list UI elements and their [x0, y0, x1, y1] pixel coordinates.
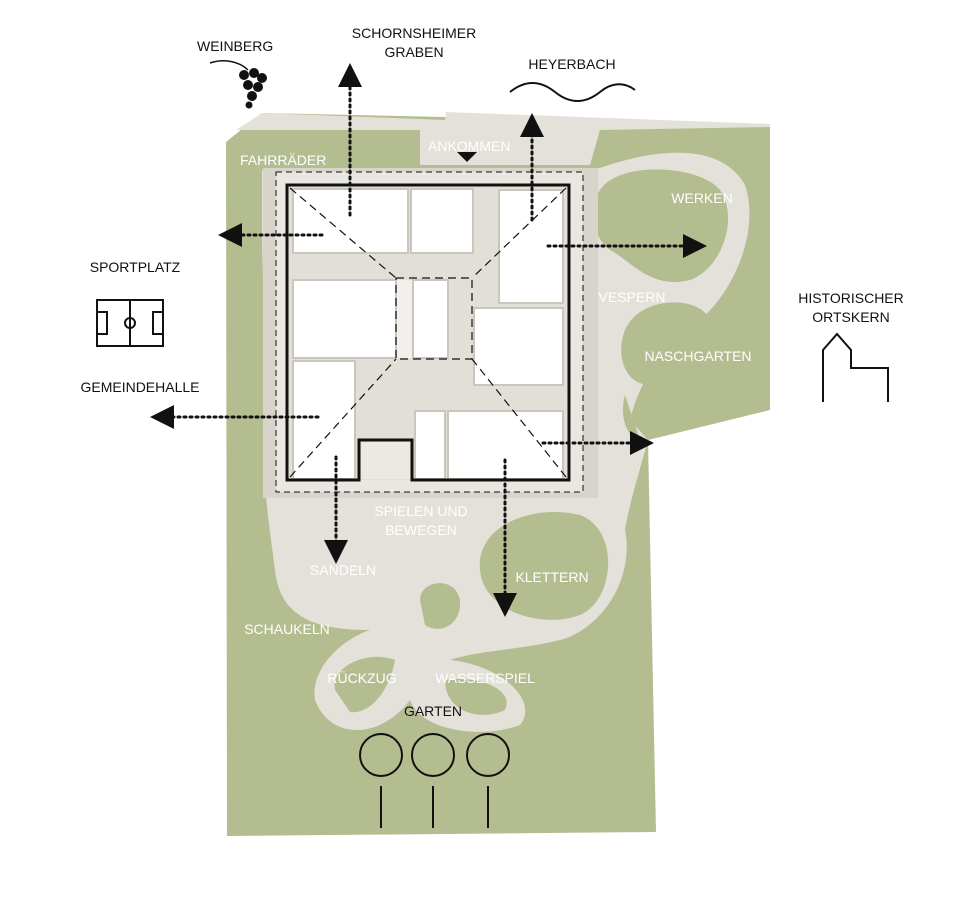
church-icon	[822, 332, 889, 402]
grape-icon	[209, 60, 267, 109]
label-ortskern-1: HISTORISCHER	[798, 290, 904, 306]
football-pitch-icon	[96, 299, 164, 347]
connection-arrows	[150, 63, 707, 617]
label-ortskern-2: ORTSKERN	[812, 309, 890, 325]
street-strip	[236, 112, 770, 165]
label-garten: GARTEN	[404, 703, 462, 719]
label-graben-2: GRABEN	[384, 44, 443, 60]
label-graben-1: SCHORNSHEIMER	[352, 25, 476, 41]
label-heyerbach: HEYERBACH	[528, 56, 615, 72]
stream-wave-icon	[509, 82, 636, 102]
label-spielen-2: BEWEGEN	[385, 522, 457, 538]
label-gemeindehalle: GEMEINDEHALLE	[80, 379, 199, 395]
garden-trees-icon	[359, 733, 510, 828]
label-spielen-1: SPIELEN UND	[374, 503, 467, 519]
label-vespern: VESPERN	[599, 289, 666, 305]
label-fahrraeder: FAHRRÄDER	[240, 152, 326, 168]
label-klettern: KLETTERN	[515, 569, 588, 585]
label-werken: WERKEN	[671, 190, 732, 206]
entrance-marker-icon	[457, 152, 477, 162]
label-sandeln: SANDELN	[310, 562, 376, 578]
label-ankommen: ANKOMMEN	[428, 138, 510, 154]
label-sportplatz: SPORTPLATZ	[90, 259, 181, 275]
label-naschgarten: NASCHGARTEN	[644, 348, 751, 364]
label-schaukeln: SCHAUKELN	[244, 621, 330, 637]
building	[263, 152, 598, 498]
label-rueckzug: RÜCKZUG	[327, 669, 396, 686]
label-wasserspiel: WASSERSPIEL	[435, 670, 535, 686]
label-weinberg: WEINBERG	[197, 38, 273, 54]
